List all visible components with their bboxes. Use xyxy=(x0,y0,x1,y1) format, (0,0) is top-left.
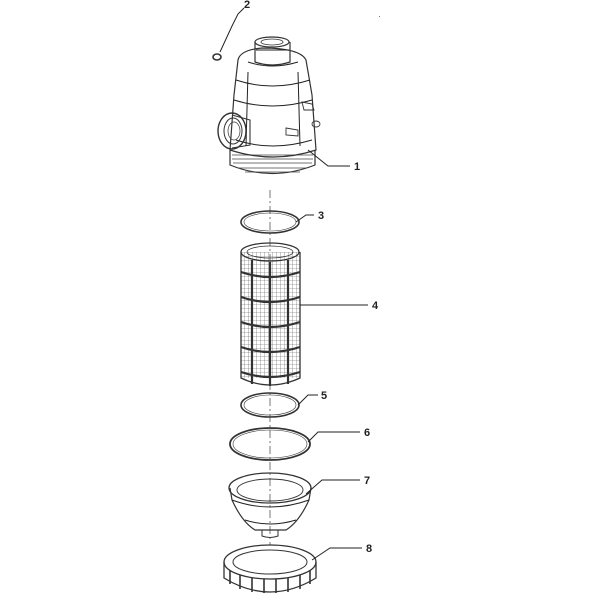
callout-8: 8 xyxy=(366,543,372,555)
callout-1: 1 xyxy=(354,161,360,173)
corner-mark xyxy=(379,16,380,17)
part-1-filter-housing xyxy=(217,36,321,175)
part-2-small-oring xyxy=(212,53,222,61)
part-6-large-oring xyxy=(229,427,311,461)
callout-2: 2 xyxy=(244,0,250,11)
callout-6: 6 xyxy=(364,427,370,439)
callout-4: 4 xyxy=(372,300,379,312)
callout-5: 5 xyxy=(321,390,327,402)
leader-3 xyxy=(295,214,314,223)
part-5-oring xyxy=(240,392,300,418)
leader-5 xyxy=(297,394,318,406)
callout-3: 3 xyxy=(318,210,324,222)
leader-2 xyxy=(219,7,245,53)
leader-8 xyxy=(311,547,362,561)
leader-6 xyxy=(307,431,360,443)
leader-lines xyxy=(219,7,368,561)
leader-7 xyxy=(305,479,360,495)
part-8-threaded-nut xyxy=(223,544,317,593)
part-7-bowl xyxy=(228,472,312,538)
leader-1 xyxy=(307,149,350,167)
callout-7: 7 xyxy=(364,475,370,487)
part-4-mesh-screen xyxy=(240,242,301,386)
